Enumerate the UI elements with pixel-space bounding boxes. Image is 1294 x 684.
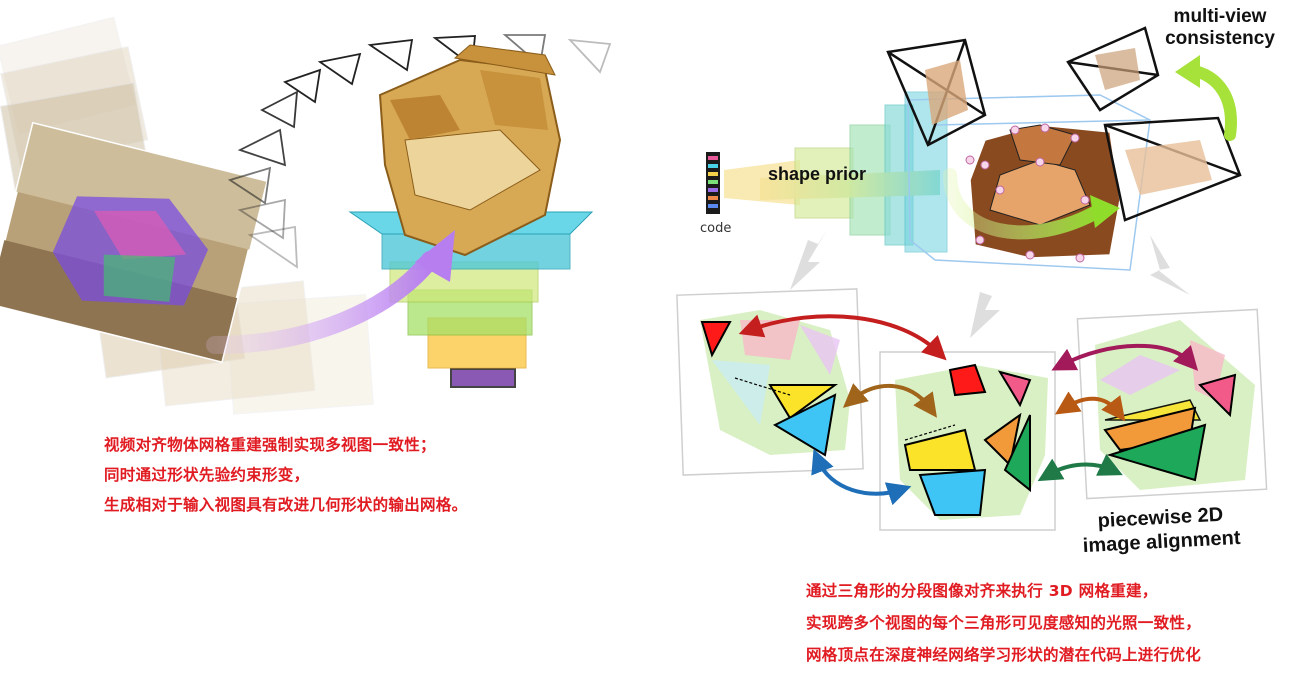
correspondence-arrows — [738, 314, 1199, 506]
view-panel-center — [879, 351, 1056, 531]
code-vector — [706, 152, 720, 214]
view-panel-right — [1076, 308, 1268, 500]
left-caption-line-1: 视频对齐物体网格重建强制实现多视图一致性； — [104, 436, 436, 454]
camera-trajectory — [227, 34, 612, 269]
right-caption-line-2: 实现跨多个视图的每个三角形可见度感知的光照一致性， — [806, 614, 1202, 632]
multi-view-line-1: multi-view — [1173, 6, 1267, 27]
shape-prior-label: shape prior — [768, 164, 867, 184]
mesh-bounding-box — [907, 94, 1151, 271]
alignment-arrow — [206, 230, 455, 354]
piecewise-alignment-label: piecewise 2D image alignment — [1065, 501, 1257, 559]
right-caption: 通过三角形的分段图像对齐来执行 3D 网格重建， 实现跨多个视图的每个三角形可见… — [806, 575, 1201, 671]
left-caption-line-3: 生成相对于输入视图具有改进几何形状的输出网格。 — [104, 496, 468, 514]
multi-view-consistency-label: multi-view consistency — [1150, 6, 1290, 50]
projection-arrows — [790, 228, 1190, 338]
camera-frustums — [886, 26, 1242, 222]
shape-prior-decoder — [724, 91, 948, 253]
code-label: code — [700, 221, 732, 236]
left-caption-line-2: 同时通过形状先验约束形变， — [104, 466, 310, 484]
multi-view-arrows — [943, 55, 1237, 240]
multi-view-line-2: consistency — [1165, 28, 1275, 49]
right-caption-line-3: 网格顶点在深度神经网络学习形状的潜在代码上进行优化 — [806, 646, 1202, 664]
input-video-frame — [0, 121, 269, 364]
right-caption-line-1: 通过三角形的分段图像对齐来执行 3D 网格重建， — [806, 582, 1158, 600]
reconstructed-chair — [378, 44, 562, 257]
triangle-mesh-sofa — [965, 123, 1121, 263]
left-caption: 视频对齐物体网格重建强制实现多视图一致性； 同时通过形状先验约束形变， 生成相对… — [104, 430, 467, 520]
